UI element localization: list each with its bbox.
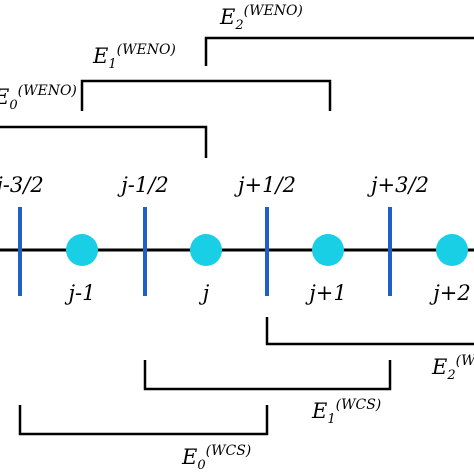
wcs-stencil-label-2: E2(WCS) [431, 353, 474, 383]
cell-center-dot-j+1 [312, 234, 344, 266]
cell-label-j+1: j+1 [305, 281, 346, 305]
cell-label-j: j [199, 281, 210, 305]
cell-center-dot-j-1 [66, 234, 98, 266]
wcs-stencil-bracket-0 [18, 405, 269, 436]
interface-label-j-1/2: j-1/2 [117, 173, 168, 197]
wcs-stencil-bracket-2 [265, 317, 474, 346]
wcs-stencil-label-1: E1(WCS) [311, 397, 381, 427]
interface-label-j-3/2: j-3/2 [0, 173, 44, 197]
weno-stencil-bracket-0 [0, 125, 208, 158]
weno-stencil-label-2: E2(WENO) [219, 3, 303, 33]
cell-label-j+2: j+2 [429, 281, 470, 305]
interface-label-j+1/2: j+1/2 [234, 173, 296, 197]
cell-center-dot-j [190, 234, 222, 266]
weno-stencil-bracket-2 [204, 36, 474, 66]
cell-label-j-1: j-1 [65, 281, 96, 305]
cell-center-dot-j+2 [436, 234, 468, 266]
wcs-stencil-bracket-1 [143, 360, 392, 391]
weno-stencil-label-1: E1(WENO) [92, 42, 176, 72]
weno-stencil-label-0: E0(WENO) [0, 83, 77, 113]
weno-stencil-bracket-1 [80, 79, 332, 111]
interface-label-j+3/2: j+3/2 [367, 173, 429, 197]
wcs-stencil-label-0: E0(WCS) [181, 443, 251, 473]
